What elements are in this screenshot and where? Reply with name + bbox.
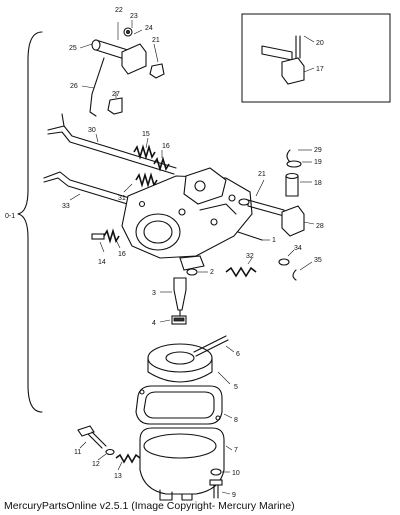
callout-18: 18 (314, 180, 322, 187)
callout-26: 26 (70, 83, 78, 90)
footer-caption: MercuryPartsOnline v2.5.1 (Image Copyrig… (4, 500, 295, 512)
linkage-top (89, 27, 165, 117)
callout-10: 10 (232, 470, 240, 477)
callout-25: 25 (69, 45, 77, 52)
callout-16a: 16 (162, 143, 170, 150)
callout-4: 4 (152, 320, 156, 327)
callout-17: 17 (316, 66, 324, 73)
callout-5: 5 (234, 384, 238, 391)
throttle-shafts (43, 113, 177, 213)
callout-21a: 21 (152, 37, 160, 44)
assembly-label: 0-1 (5, 213, 15, 220)
carburetor-body (121, 167, 253, 271)
inset-box (241, 13, 391, 103)
drain-screw-parts (77, 425, 141, 464)
callout-31: 31 (118, 195, 126, 202)
callout-19: 19 (314, 159, 322, 166)
callout-34: 34 (294, 245, 302, 252)
callout-12: 12 (92, 461, 100, 468)
callout-14: 14 (98, 259, 106, 266)
callout-22: 22 (115, 7, 123, 14)
float-assembly (147, 335, 229, 383)
callout-23: 23 (130, 13, 138, 20)
callout-30: 30 (88, 127, 96, 134)
float-bowl (139, 427, 225, 501)
callout-27: 27 (112, 91, 120, 98)
callout-2: 2 (210, 269, 214, 276)
bowl-screw-parts (209, 468, 223, 499)
callout-16b: 16 (118, 251, 126, 258)
choke-lever-inset (261, 35, 315, 85)
callout-20: 20 (316, 40, 324, 47)
right-side-parts (186, 149, 305, 281)
callout-35: 35 (314, 257, 322, 264)
assembly-bracket (17, 31, 43, 413)
gasket (135, 385, 223, 425)
callout-7: 7 (234, 447, 238, 454)
callout-6: 6 (236, 351, 240, 358)
callout-11: 11 (74, 449, 81, 456)
callout-29: 29 (314, 147, 322, 154)
callout-3: 3 (152, 290, 156, 297)
callout-24: 24 (145, 25, 153, 32)
callout-15: 15 (142, 131, 150, 138)
callout-9: 9 (232, 492, 236, 499)
callout-13: 13 (114, 473, 122, 480)
callout-32: 32 (246, 253, 254, 260)
callout-21b: 21 (258, 171, 266, 178)
callout-1: 1 (272, 237, 276, 244)
callout-8: 8 (234, 417, 238, 424)
springs-upper (91, 144, 170, 244)
needle-and-seat (171, 277, 187, 325)
callout-33: 33 (62, 203, 70, 210)
callout-28: 28 (316, 223, 324, 230)
